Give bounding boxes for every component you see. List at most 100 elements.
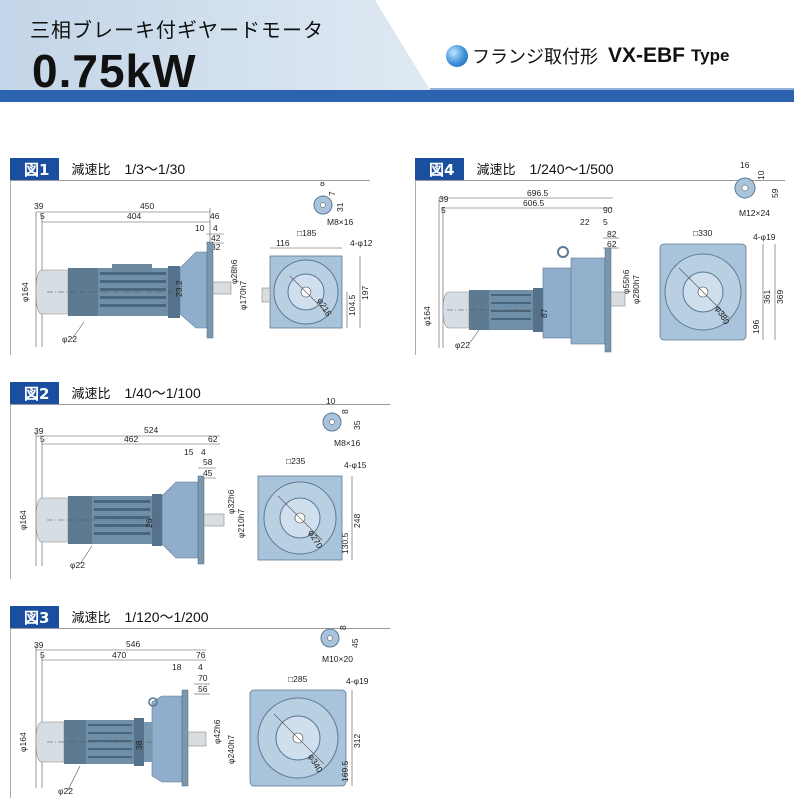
figure-4-rule bbox=[415, 180, 785, 181]
dim-90: 90 bbox=[603, 205, 613, 215]
key-height: 31 bbox=[335, 202, 345, 212]
dim-104-5: 104.5 bbox=[347, 294, 357, 316]
figure-2-rule bbox=[10, 404, 390, 405]
dim-5: 5 bbox=[40, 434, 45, 444]
figure-1-bracket bbox=[10, 180, 11, 355]
figure-4-ratio: 減速比 1/240～1/500 bbox=[476, 159, 613, 179]
figure-2-bracket bbox=[10, 404, 11, 579]
ratio-value: 1/40～1/100 bbox=[124, 385, 201, 401]
flange-square: □330 bbox=[693, 228, 713, 238]
product-subtitle: 三相ブレーキ付ギヤードモータ bbox=[30, 18, 324, 42]
dim-shaft: φ28h6 bbox=[229, 259, 239, 284]
figure-3-tag: 図3 bbox=[10, 606, 60, 628]
figure-2-tag: 図2 bbox=[10, 382, 60, 404]
dim-130-5: 130.5 bbox=[340, 532, 350, 554]
dim-5b: 5 bbox=[603, 217, 608, 227]
dim-shaft: φ32h6 bbox=[226, 489, 236, 514]
dim-5: 5 bbox=[441, 205, 446, 215]
dim-5: 5 bbox=[40, 650, 45, 660]
power-rating: 0.75kW bbox=[32, 45, 197, 97]
dim-23-2: 23.2 bbox=[174, 280, 184, 297]
dim-46: 46 bbox=[210, 211, 220, 221]
dim-total: 546 bbox=[126, 639, 140, 649]
header-banner: 三相ブレーキ付ギヤードモータ 0.75kW フランジ取付形 VX-EBF Typ… bbox=[0, 0, 794, 104]
figure-3-bracket bbox=[10, 628, 11, 798]
dim-404: 404 bbox=[127, 211, 141, 221]
dim-58: 58 bbox=[203, 457, 213, 467]
flange-square: □185 bbox=[297, 228, 317, 238]
dim-shaft: φ55h6 bbox=[621, 269, 631, 294]
figure-1-header: 図1 減速比 1/3～1/30 bbox=[10, 158, 185, 180]
dim-4: 4 bbox=[201, 447, 206, 457]
figure-1-tag: 図1 bbox=[10, 158, 60, 180]
dim-312: 312 bbox=[352, 734, 362, 748]
dim-d22: φ22 bbox=[455, 340, 470, 350]
key-thread: M8×16 bbox=[327, 217, 353, 227]
dim-369: 369 bbox=[775, 290, 785, 304]
ratio-value: 1/3～1/30 bbox=[124, 161, 186, 177]
dim-spigot: φ210h7 bbox=[236, 509, 246, 538]
dim-169-5: 169.5 bbox=[340, 760, 350, 782]
key-depth: 8 bbox=[338, 625, 348, 630]
flange-square: □285 bbox=[288, 674, 308, 684]
dim-spigot: φ280h7 bbox=[631, 275, 641, 304]
dim-total: 524 bbox=[144, 425, 158, 435]
dim-d22: φ22 bbox=[62, 334, 77, 344]
dim-4: 4 bbox=[213, 223, 218, 233]
figure-4-tag: 図4 bbox=[415, 158, 465, 180]
ratio-value: 1/240～1/500 bbox=[529, 161, 614, 177]
blue-orb-icon bbox=[446, 45, 468, 67]
key-height: 59 bbox=[770, 188, 780, 198]
flange-square: □235 bbox=[286, 456, 306, 466]
dim-196: 196 bbox=[751, 320, 761, 334]
dim-606-5: 606.5 bbox=[523, 198, 545, 208]
dim-39: 39 bbox=[439, 194, 449, 204]
ratio-label: 減速比 bbox=[71, 163, 111, 178]
dim-82: 82 bbox=[607, 229, 617, 239]
key-width: 10 bbox=[326, 396, 336, 406]
dim-4: 4 bbox=[198, 662, 203, 672]
dim-22: 22 bbox=[580, 217, 590, 227]
dim-spigot: φ240h7 bbox=[226, 735, 236, 764]
dim-26: 26 bbox=[144, 518, 154, 528]
dim-116: 116 bbox=[276, 238, 290, 248]
dim-10: 10 bbox=[195, 223, 205, 233]
key-width: 16 bbox=[740, 160, 750, 170]
dim-5: 5 bbox=[40, 211, 45, 221]
dim-d164: φ164 bbox=[18, 510, 28, 530]
figure-3-rule bbox=[10, 628, 390, 629]
dim-197: 197 bbox=[360, 286, 370, 300]
dim-70: 70 bbox=[198, 673, 208, 683]
dim-shaft: φ42h6 bbox=[212, 719, 222, 744]
key-thread: M10×20 bbox=[322, 654, 353, 664]
dim-32: 32 bbox=[211, 242, 221, 252]
dim-d164: φ164 bbox=[422, 306, 432, 326]
dim-76: 76 bbox=[196, 650, 206, 660]
dim-470: 470 bbox=[112, 650, 126, 660]
dim-15: 15 bbox=[184, 447, 194, 457]
figure-1-ratio: 減速比 1/3～1/30 bbox=[71, 159, 185, 179]
figure-4-bracket bbox=[415, 180, 416, 355]
key-depth: 8 bbox=[340, 409, 350, 414]
dim-39: 39 bbox=[34, 640, 44, 650]
dim-45: 45 bbox=[203, 468, 213, 478]
dim-56: 56 bbox=[198, 684, 208, 694]
figure-1-rule bbox=[10, 180, 370, 181]
flange-holes: 4-φ19 bbox=[753, 232, 776, 242]
key-height: 45 bbox=[350, 638, 360, 648]
dim-462: 462 bbox=[124, 434, 138, 444]
ratio-label: 減速比 bbox=[476, 163, 516, 178]
header-background bbox=[0, 0, 794, 102]
key-thread: M8×16 bbox=[334, 438, 360, 448]
dim-d22: φ22 bbox=[70, 560, 85, 570]
key-height: 35 bbox=[352, 420, 362, 430]
type-word: Type bbox=[691, 46, 730, 65]
